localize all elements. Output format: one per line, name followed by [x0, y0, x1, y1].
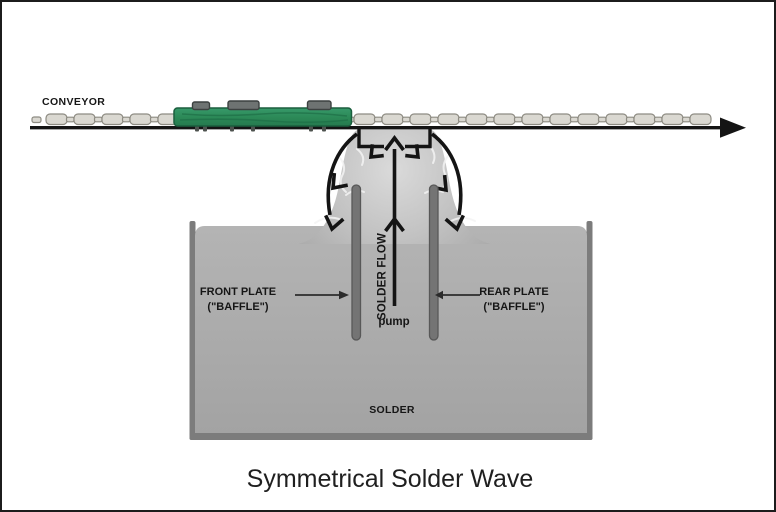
pcb-pin [322, 126, 326, 132]
pcb-board [173, 107, 353, 127]
tank-bottom-wall [189, 432, 593, 440]
pcb-pin [230, 126, 234, 132]
split-right-arrowhead-icon [405, 144, 421, 160]
chain-link [73, 113, 96, 126]
rear-plate-arrowhead-icon [435, 290, 443, 300]
chain-link [493, 113, 516, 126]
left-arc-chevron-icon [330, 172, 349, 191]
chain-link-connector [457, 116, 467, 123]
rear-plate-label: REAR PLATE ("BAFFLE") [456, 285, 572, 315]
chain-link [521, 113, 544, 126]
rear-plate-label-line1: REAR PLATE [479, 286, 549, 298]
chain-link [549, 113, 572, 126]
pcb-pin [309, 126, 313, 132]
chain-link [129, 113, 152, 126]
chain-link-connector [653, 116, 663, 123]
pcb-texture [179, 112, 349, 124]
chain-link-connector [569, 116, 579, 123]
chain-link [101, 113, 124, 126]
chain-link-connector [485, 116, 495, 123]
front-plate-arrowhead-icon [339, 290, 349, 300]
front-baffle-plate [351, 184, 362, 341]
wave-contact-bracket-right [405, 128, 432, 149]
chain-link [409, 113, 432, 126]
front-plate-label: FRONT PLATE ("BAFFLE") [180, 285, 296, 315]
solder-label: SOLDER [369, 404, 415, 416]
pcb [173, 100, 353, 132]
chain-link [31, 116, 42, 124]
chain-link [465, 113, 488, 126]
up-chevron-icon [384, 216, 405, 233]
chain-link [353, 113, 376, 126]
chain-link-connector [541, 116, 551, 123]
conveyor-chain [31, 113, 712, 126]
chain-link [45, 113, 68, 126]
chain-link [605, 113, 628, 126]
right-flow-arc [430, 132, 463, 216]
pcb-pin [251, 126, 255, 132]
front-plate-label-line1: FRONT PLATE [199, 286, 277, 298]
chain-link-connector [373, 116, 383, 123]
right-arc-arrowhead-icon [444, 214, 465, 232]
pcb-component [191, 101, 211, 111]
chain-link-connector [65, 116, 75, 123]
tank-right-wall [586, 221, 593, 440]
label-pointer-arrows [295, 290, 480, 300]
chain-link [381, 113, 404, 126]
wave-flow-arcs [324, 132, 465, 232]
wave-contact-bracket-left [357, 128, 384, 149]
up-arrowhead-icon [384, 135, 405, 152]
solder-flow-label: SOLDER FLOW [376, 232, 389, 321]
chain-link [661, 113, 684, 126]
chain-link-connector [93, 116, 103, 123]
chain-link [689, 113, 712, 126]
chain-link-connector [625, 116, 635, 123]
solder-bath [195, 226, 587, 433]
solder-tank [189, 221, 593, 440]
rear-baffle-plate [428, 184, 439, 341]
pcb-component [306, 100, 332, 111]
left-arc-arrowhead-icon [324, 214, 345, 232]
conveyor-label: CONVEYOR [42, 96, 106, 108]
tank-left-wall [189, 221, 196, 440]
pcb-component [227, 100, 260, 111]
chain-link-connector [429, 116, 439, 123]
conveyor-line [30, 117, 746, 138]
chain-link-connector [597, 116, 607, 123]
chain-link-connector [401, 116, 411, 123]
diagram-title: Symmetrical Solder Wave [246, 465, 534, 493]
chain-link-connector [121, 116, 131, 123]
chain-link-connector [513, 116, 523, 123]
chain-link-connector [149, 116, 159, 123]
chain-link-connector [681, 116, 691, 123]
front-plate-label-line2: ("BAFFLE") [207, 301, 269, 313]
pump-label: pump [378, 316, 410, 328]
pcb-pin [203, 126, 207, 132]
solder-flow-arrow [357, 128, 432, 306]
chain-link [577, 113, 600, 126]
left-flow-arc [326, 132, 359, 216]
chain-link [437, 113, 460, 126]
chain-link [633, 113, 656, 126]
rear-plate-label-line2: ("BAFFLE") [483, 301, 545, 313]
pcb-pin [195, 126, 199, 132]
conveyor-direction-arrowhead-icon [720, 117, 746, 138]
split-left-arrowhead-icon [368, 144, 384, 160]
